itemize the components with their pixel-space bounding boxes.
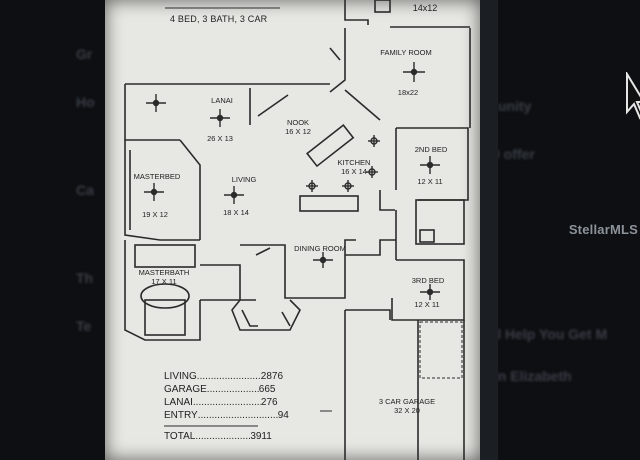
room-2nd-bed: 2ND BED <box>415 145 448 154</box>
fan-icon-dining <box>313 252 333 268</box>
fan-icon-family <box>403 62 425 82</box>
total-label: TOTAL <box>164 431 196 442</box>
room-masterbed: MASTERBED <box>134 172 181 181</box>
bed-bath-car-summary: 4 BED, 3 BATH, 3 CAR <box>170 14 268 24</box>
total-row-lanai: LANAI..................................2… <box>164 397 278 408</box>
room-name: DINING ROOM <box>294 244 346 253</box>
background-text-6: 'll Help You Get M <box>490 326 608 342</box>
room-name: NOOK <box>286 118 310 127</box>
room-2nd-bed-dims: 12 X 11 <box>417 177 443 186</box>
light-icon-kitchen-2 <box>366 166 378 178</box>
room-3rd-bed-dims: 12 X 11 <box>414 300 440 309</box>
room-bedroom-top: 14x12 <box>412 3 438 13</box>
room-lanai: LANAI <box>211 96 233 105</box>
background-text-1: Gr <box>76 46 93 62</box>
room-name: 2ND BED <box>414 145 448 154</box>
total-label: LIVING <box>164 371 197 382</box>
room-living-dims: 18 X 14 <box>223 208 249 217</box>
fan-icon-lanai-1 <box>146 94 166 112</box>
fan-icon-living <box>224 186 244 204</box>
total-label: GARAGE <box>164 384 207 395</box>
total-value: 665 <box>258 384 276 395</box>
room-dining: DINING ROOM <box>294 244 346 253</box>
room-lanai-dims: 26 X 13 <box>207 134 233 143</box>
total-row-garage: GARAGE..................................… <box>164 384 276 395</box>
background-text-7: en Elizabeth <box>490 368 572 384</box>
background-text-3: unity <box>498 98 532 114</box>
room-living: LIVING <box>232 175 257 184</box>
fan-icon-masterbed <box>144 183 164 201</box>
watermark: StellarMLS <box>568 222 638 237</box>
fan-icon-2nd-bed <box>420 156 440 174</box>
area-totals: LIVING..................................… <box>164 370 289 443</box>
room-name: FAMILY ROOM <box>380 48 432 57</box>
room-name: 3RD BED <box>411 276 445 285</box>
room-name: 3 CAR GARAGE <box>378 397 436 406</box>
background-text-4: 0 offer <box>492 146 535 162</box>
total-label: LANAI <box>164 397 193 408</box>
background-text-8: Th <box>76 270 94 286</box>
background-text-5: Ca <box>76 182 94 198</box>
room-family: FAMILY ROOM <box>380 48 431 57</box>
total-label: ENTRY <box>164 410 198 421</box>
fan-icon-3rd-bed <box>420 284 440 300</box>
mouse-pointer-icon <box>626 72 640 120</box>
room-family-dims: 18x22 <box>397 88 419 97</box>
room-dims: 32 X 20 <box>394 406 420 415</box>
room-name: KITCHEN <box>337 158 371 167</box>
total-value: 276 <box>260 397 278 408</box>
room-dims: 17 X 11 <box>151 277 177 286</box>
light-icon-kitchen-3 <box>342 180 354 192</box>
screen-edge <box>480 0 498 460</box>
background-text-9: Te <box>76 318 92 334</box>
room-masterbed-dims: 19 X 12 <box>142 210 168 219</box>
background-text-2: Ho <box>76 94 95 110</box>
light-icon-kitchen-1 <box>368 135 380 147</box>
total-row-total: TOTAL..................................3… <box>164 431 272 442</box>
light-icon-nook <box>306 180 318 192</box>
room-name: LANAI <box>211 96 233 105</box>
total-value: 3911 <box>250 431 272 442</box>
total-row-living: LIVING..................................… <box>164 371 284 382</box>
room-name: MASTERBATH <box>138 268 190 277</box>
total-value: 94 <box>277 410 289 421</box>
room-name: LIVING <box>231 175 257 184</box>
total-row-entry: ENTRY..................................9… <box>164 410 289 421</box>
room-dims: 16 X 12 <box>285 127 311 136</box>
room-name: MASTERBED <box>133 172 181 181</box>
room-dims: 16 X 14 <box>341 167 367 176</box>
total-value: 2876 <box>260 371 284 382</box>
room-3rd-bed: 3RD BED <box>412 276 445 285</box>
fan-icon-lanai-2 <box>210 109 230 127</box>
